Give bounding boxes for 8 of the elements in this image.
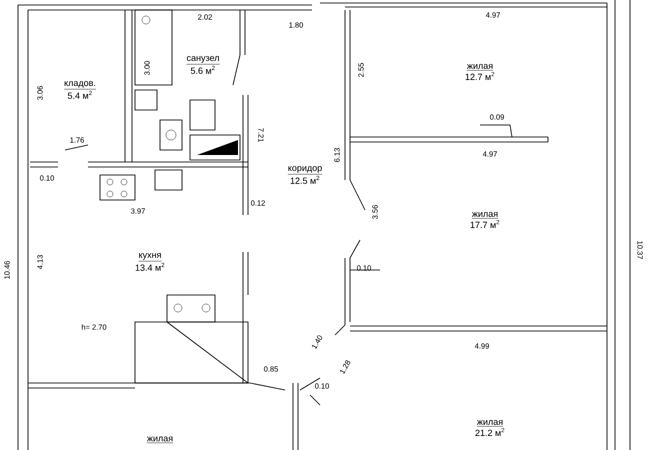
room-label: кладов. 5.4 м$^{2}$ [64,81,96,99]
room-label: коридор 12.5 м$^{2}$ [288,166,322,184]
room-label: жилая 12.7 м$^{2}$ [466,64,494,80]
room-label: жилая [146,436,174,444]
room-label: санузел 5.6 м$^{2}$ [186,56,220,74]
room-label: кухня 13.4 м$^{2}$ [136,253,164,271]
room-label: жилая 21.2 м$^{2}$ [475,420,504,436]
room-label: жилая 17.7 м$^{2}$ [470,212,500,228]
